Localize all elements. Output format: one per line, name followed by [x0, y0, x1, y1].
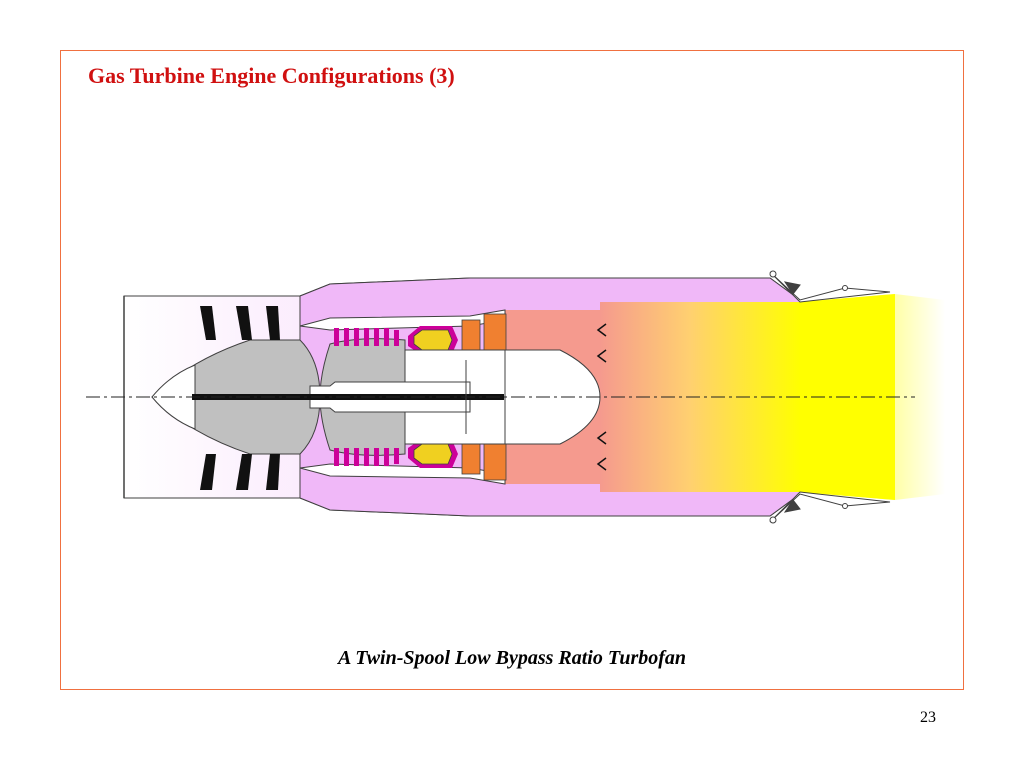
page-number: 23 — [920, 709, 936, 726]
flame-holders — [596, 323, 607, 471]
diagram-caption: A Twin-Spool Low Bypass Ratio Turbofan — [337, 647, 687, 669]
nozzle-actuator — [769, 270, 891, 524]
combustor — [408, 326, 458, 468]
fan-blades — [200, 306, 280, 490]
slide-title: Gas Turbine Engine Configurations (3) — [88, 63, 455, 88]
slide-frame — [60, 50, 964, 690]
